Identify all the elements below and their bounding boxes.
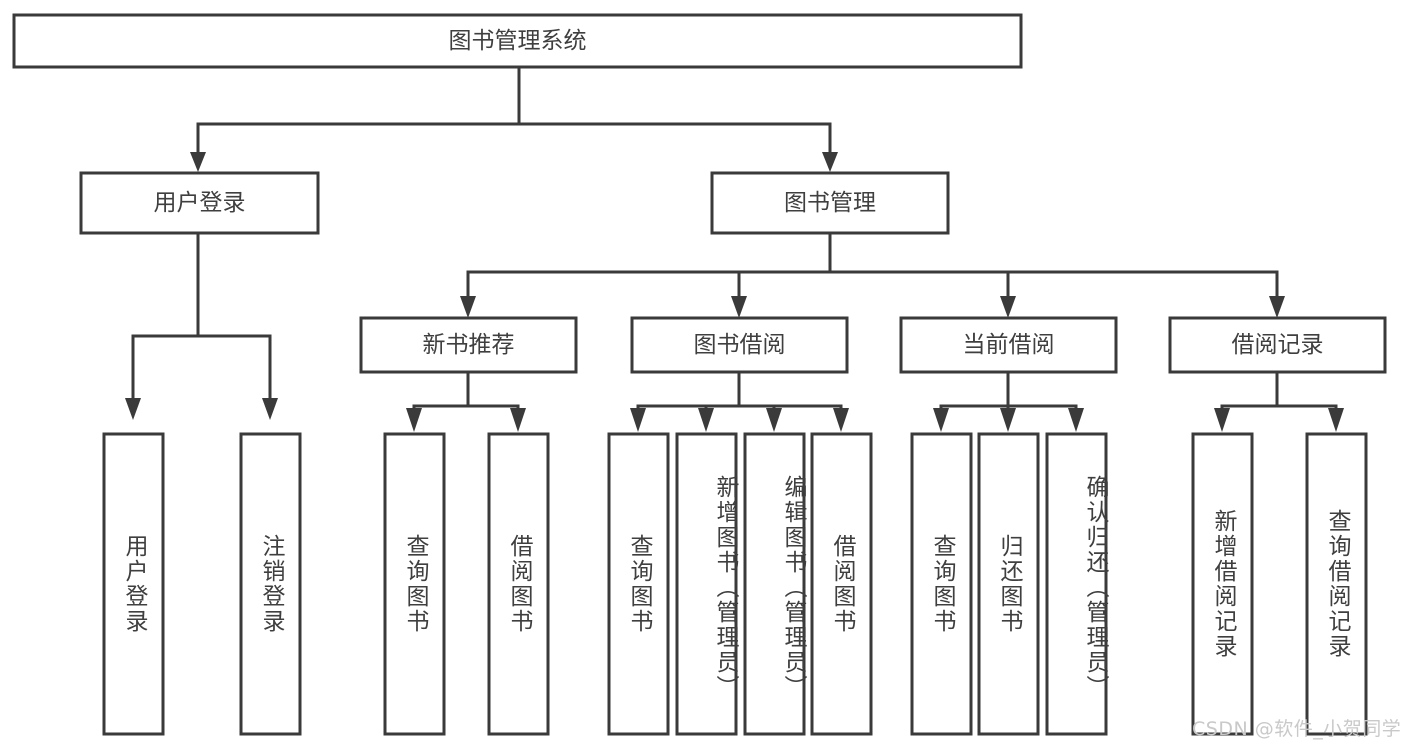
node-box-leaf-logout-login[interactable] — [239, 432, 302, 736]
arrowhead-br-leaf-1 — [1214, 408, 1230, 432]
node-box-leaf-query-book-3[interactable] — [910, 432, 973, 736]
arrowhead-current-borrow — [1000, 296, 1016, 318]
arrowhead-borrow-record — [1269, 296, 1285, 318]
node-box-leaf-query-book-1[interactable] — [383, 432, 446, 736]
arrowhead-bb-leaf-3 — [766, 408, 782, 432]
arrowhead-cb-leaf-3 — [1068, 408, 1084, 432]
arrowhead-bb-leaf-4 — [833, 408, 849, 432]
node-box-leaf-query-record[interactable] — [1305, 432, 1368, 736]
arrowhead-leaf-user-login — [125, 398, 141, 420]
node-box-leaf-add-record[interactable] — [1191, 432, 1254, 736]
node-box-current-borrow[interactable] — [899, 316, 1118, 374]
node-box-leaf-return-book[interactable] — [977, 432, 1040, 736]
node-box-leaf-add-book[interactable] — [675, 432, 738, 736]
node-box-leaf-edit-book[interactable] — [743, 432, 806, 736]
csdn-watermark: CSDN @软件_小贺同学 — [1192, 718, 1402, 740]
node-box-leaf-borrow-book-1[interactable] — [487, 432, 550, 736]
arrowhead-new-book-recommend — [460, 296, 476, 318]
node-box-borrow-record[interactable] — [1168, 316, 1387, 374]
node-box-book-borrow[interactable] — [630, 316, 849, 374]
node-box-leaf-query-book-2[interactable] — [607, 432, 670, 736]
node-box-leaf-confirm-return[interactable] — [1045, 432, 1108, 736]
arrowhead-bb-leaf-2 — [698, 408, 714, 432]
arrowhead-nbr-leaf-2 — [510, 408, 526, 432]
arrowhead-cb-leaf-2 — [1000, 408, 1016, 432]
arrowhead-book-management — [822, 152, 838, 172]
arrowhead-book-borrow — [731, 296, 747, 318]
node-box-leaf-user-login[interactable] — [102, 432, 165, 736]
arrowhead-leaf-logout-login — [262, 398, 278, 420]
arrowhead-bb-leaf-1 — [630, 408, 646, 432]
arrowhead-br-leaf-2 — [1328, 408, 1344, 432]
node-box-root[interactable] — [12, 13, 1023, 69]
node-box-new-book-recommend[interactable] — [359, 316, 578, 374]
node-box-user-login[interactable] — [79, 171, 320, 235]
arrowhead-user-login — [190, 152, 206, 172]
node-box-leaf-borrow-book-2[interactable] — [810, 432, 873, 736]
arrowhead-cb-leaf-1 — [933, 408, 949, 432]
node-box-book-management[interactable] — [710, 171, 950, 235]
arrowhead-nbr-leaf-1 — [406, 408, 422, 432]
